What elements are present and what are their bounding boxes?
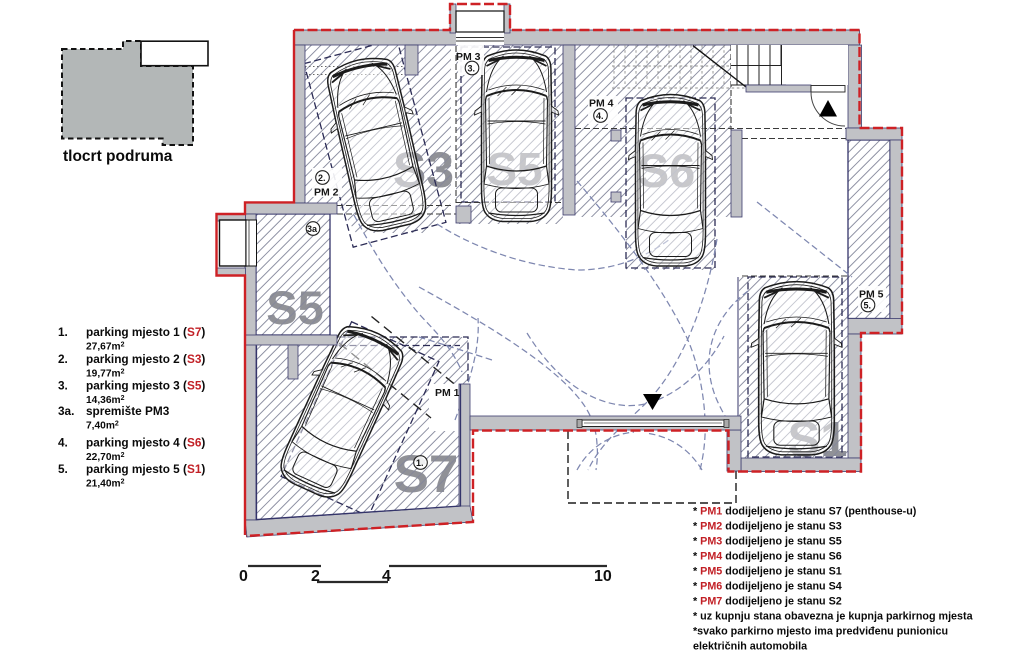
svg-text:4: 4 <box>382 568 391 585</box>
svg-text:2.: 2. <box>58 352 68 366</box>
svg-text:PM 2: PM 2 <box>314 187 339 199</box>
svg-text:10: 10 <box>594 568 612 585</box>
svg-text:parking mjesto 2 (S3): parking mjesto 2 (S3) <box>86 352 205 366</box>
svg-text:PM 3: PM 3 <box>456 51 481 63</box>
svg-text:14,36m2: 14,36m2 <box>86 395 125 406</box>
svg-text:19,77m2: 19,77m2 <box>86 368 125 379</box>
svg-text:* PM1 dodijeljeno je stanu S7: * PM1 dodijeljeno je stanu S7 (penthouse… <box>693 506 917 518</box>
svg-text:* PM7 dodijeljeno je stanu S2: * PM7 dodijeljeno je stanu S2 <box>693 596 842 608</box>
svg-text:4.: 4. <box>596 111 604 121</box>
svg-text:parking mjesto 1 (S7): parking mjesto 1 (S7) <box>86 325 205 339</box>
svg-text:spremište PM3: spremište PM3 <box>86 404 170 418</box>
svg-text:1.: 1. <box>416 458 424 468</box>
svg-text:5.: 5. <box>58 462 68 476</box>
svg-text:električnih automobila: električnih automobila <box>693 641 808 653</box>
svg-text:tlocrt podruma: tlocrt podruma <box>63 148 173 165</box>
svg-text:22,70m2: 22,70m2 <box>86 452 125 463</box>
svg-text:2.: 2. <box>318 173 326 183</box>
svg-text:3.: 3. <box>58 379 68 393</box>
svg-text:* uz kupnju stana obavezna je: * uz kupnju stana obavezna je kupnja par… <box>693 611 974 623</box>
svg-text:* PM3 dodijeljeno je stanu S5: * PM3 dodijeljeno je stanu S5 <box>693 536 842 548</box>
svg-text:PM 1: PM 1 <box>435 387 460 399</box>
svg-text:1.: 1. <box>58 325 68 339</box>
svg-text:4.: 4. <box>58 436 68 450</box>
svg-text:2: 2 <box>311 568 320 585</box>
svg-text:parking mjesto 5 (S1): parking mjesto 5 (S1) <box>86 462 205 476</box>
svg-text:* PM4 dodijeljeno je stanu S6: * PM4 dodijeljeno je stanu S6 <box>693 551 842 563</box>
svg-text:PM 4: PM 4 <box>589 98 614 110</box>
svg-text:parking mjesto 4 (S6): parking mjesto 4 (S6) <box>86 436 205 450</box>
svg-text:21,40m2: 21,40m2 <box>86 478 125 489</box>
svg-text:* PM2 dodijeljeno je stanu S3: * PM2 dodijeljeno je stanu S3 <box>693 521 842 533</box>
svg-text:3.: 3. <box>468 64 476 74</box>
svg-text:* PM5 dodijeljeno je stanu S1: * PM5 dodijeljeno je stanu S1 <box>693 566 842 578</box>
svg-text:*svako parkirno mjesto ima pre: *svako parkirno mjesto ima predviđenu pu… <box>693 626 948 638</box>
svg-text:PM 5: PM 5 <box>859 289 884 301</box>
svg-text:* PM6 dodijeljeno je stanu S4: * PM6 dodijeljeno je stanu S4 <box>693 581 842 593</box>
svg-text:parking mjesto 3 (S5): parking mjesto 3 (S5) <box>86 379 205 393</box>
svg-text:3a.: 3a. <box>58 404 74 418</box>
svg-text:3a: 3a <box>307 224 318 234</box>
svg-text:5.: 5. <box>864 301 872 311</box>
svg-text:27,67m2: 27,67m2 <box>86 341 125 352</box>
svg-text:7,40m2: 7,40m2 <box>86 420 119 431</box>
svg-text:0: 0 <box>239 568 248 585</box>
